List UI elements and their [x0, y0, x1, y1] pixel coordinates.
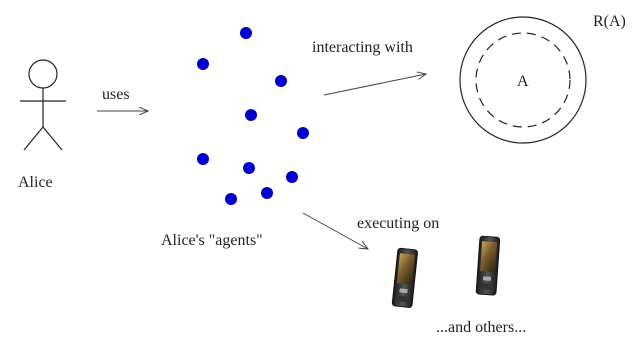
agent-dot — [197, 153, 209, 165]
agent-dot — [245, 109, 257, 121]
resource-outer-label: R(A) — [593, 13, 626, 30]
agent-dot — [240, 27, 252, 39]
agent-dot — [286, 171, 298, 183]
agent-dot — [297, 127, 309, 139]
agent-dot — [261, 187, 273, 199]
resource-outer-circle — [459, 16, 587, 144]
agents-label: Alice's "agents" — [161, 232, 263, 249]
agent-dot — [275, 75, 287, 87]
mobile-phone-icon — [391, 247, 418, 308]
agent-dot — [225, 193, 237, 205]
agent-dot — [197, 58, 209, 70]
mobile-phone-icon — [475, 235, 501, 296]
resource-inner-circle — [475, 32, 571, 128]
resource-circles — [459, 16, 587, 144]
uses-label: uses — [102, 86, 130, 103]
others-label: ...and others... — [436, 319, 526, 336]
interacting-arrow — [323, 74, 426, 96]
resource-inner-label: A — [517, 73, 529, 90]
agent-dots — [197, 27, 309, 205]
interacting-label: interacting with — [312, 39, 413, 56]
stick-figure-icon — [20, 59, 66, 151]
agent-dot — [243, 162, 255, 174]
user-label: Alice — [18, 174, 53, 191]
executing-label: executing on — [357, 215, 439, 232]
executing-arrow — [302, 212, 368, 249]
